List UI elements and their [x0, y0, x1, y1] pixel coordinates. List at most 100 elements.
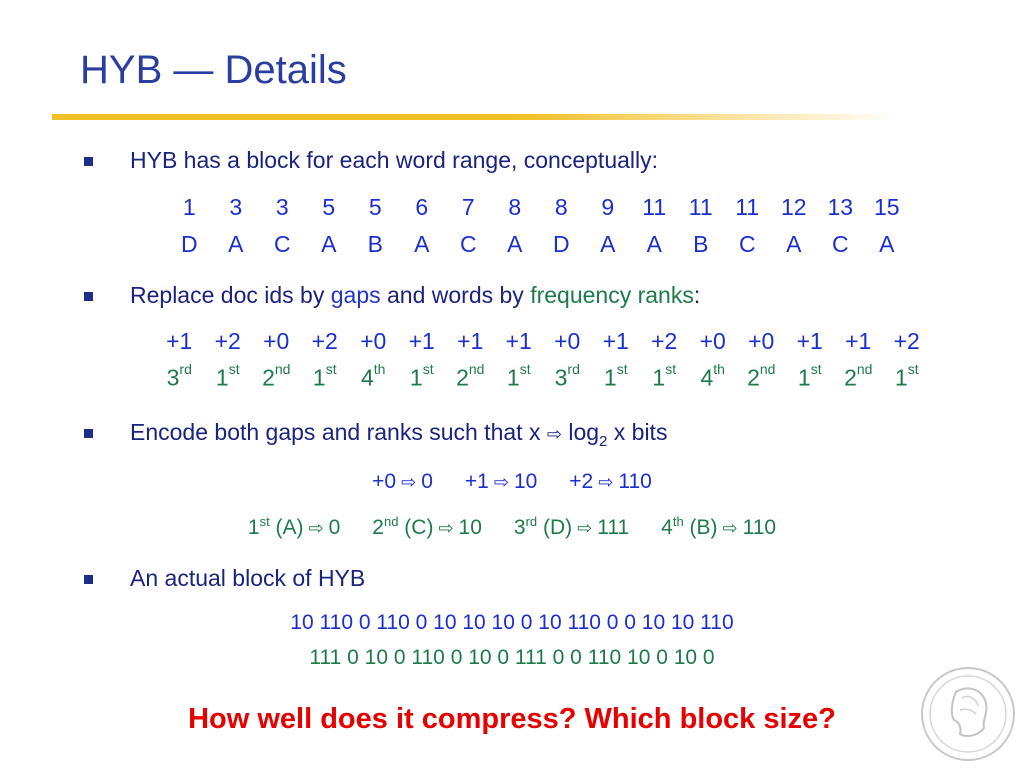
- gap-codes-row: +0 ⇨ 0+1 ⇨ 10+2 ⇨ 110: [0, 470, 1024, 494]
- arrow-icon: ⇨: [488, 472, 514, 492]
- doc-id-cell: 6: [415, 194, 429, 220]
- doc-id-cell: 9: [601, 194, 615, 220]
- block-line-2: 111 0 10 0 110 0 10 0 111 0 0 110 10 0 1…: [309, 646, 715, 669]
- word-cell: A: [646, 231, 662, 257]
- rank-code-word: (D): [537, 516, 573, 539]
- bullet-marker: [84, 575, 93, 584]
- rank-number: 2: [262, 364, 275, 391]
- gap-cell: +2: [214, 328, 241, 354]
- rank-suffix: st: [325, 361, 337, 377]
- doc-id-cell: 11: [735, 194, 760, 220]
- rank-cell: 2nd: [252, 361, 301, 392]
- rank-cell: 1st: [301, 361, 350, 392]
- doc-id-cell: 12: [780, 194, 807, 220]
- word-cell: D: [552, 231, 570, 257]
- word-cell: C: [459, 231, 477, 257]
- rank-cell: 1st: [883, 361, 932, 392]
- rank-code-to: 111: [597, 516, 630, 539]
- gap-cell: +0: [554, 328, 581, 354]
- word-cell: A: [786, 231, 802, 257]
- bullet-3-post: x bits: [607, 419, 668, 445]
- rank-code-item: 1st (A) ⇨ 0: [248, 514, 340, 540]
- gap-code-item: +2 ⇨ 110: [569, 470, 652, 494]
- institute-seal-icon: [921, 667, 1015, 761]
- doc-id-cell: 8: [554, 194, 568, 220]
- rank-cell: 1st: [786, 361, 835, 392]
- arrow-icon: ⇨: [593, 472, 619, 492]
- rank-code-word: (C): [398, 516, 434, 539]
- rank-suffix: st: [665, 361, 677, 377]
- arrow-icon: ⇨: [546, 424, 562, 444]
- word-cell: A: [228, 231, 244, 257]
- word-cell: A: [507, 231, 523, 257]
- rank-cell: 1st: [204, 361, 253, 392]
- rank-suffix: rd: [567, 361, 580, 377]
- word-cell: D: [180, 231, 198, 257]
- gap-cell: +2: [651, 328, 678, 354]
- rank-suffix: th: [713, 361, 725, 377]
- doc-id-cell: 3: [275, 194, 289, 220]
- rank-cell: 4th: [689, 361, 738, 392]
- rank-code-suffix: rd: [525, 514, 538, 529]
- rank-code-suffix: th: [672, 514, 684, 529]
- doc-id-cell: 13: [827, 194, 854, 220]
- bullet-2-gaps: gaps: [330, 282, 381, 308]
- rank-suffix: st: [519, 361, 531, 377]
- rank-suffix: rd: [179, 361, 192, 377]
- word-cell: A: [321, 231, 337, 257]
- gap-code-to: 110: [618, 470, 652, 493]
- rank-cell: 3rd: [543, 361, 592, 392]
- bullet-2-post: :: [693, 282, 701, 308]
- rank-code-suffix: st: [259, 514, 270, 529]
- rank-number: 3: [554, 364, 568, 391]
- word-cell: C: [273, 231, 291, 257]
- rank-code-number: 4: [661, 516, 673, 539]
- word-cell: C: [738, 231, 756, 257]
- gap-cell: +0: [748, 328, 775, 354]
- rank-suffix: nd: [468, 361, 485, 377]
- rank-suffix: st: [422, 361, 434, 377]
- doc-id-cell: 8: [508, 194, 522, 220]
- slide-title: HYB — Details: [80, 48, 347, 92]
- gap-code-item: +0 ⇨ 0: [372, 470, 433, 494]
- rank-suffix: nd: [856, 361, 873, 377]
- doc-id-cell: 11: [688, 194, 713, 220]
- rank-number: 1: [312, 364, 326, 391]
- rank-number: 2: [844, 364, 857, 391]
- rank-number: 4: [361, 364, 374, 391]
- doc-id-cell: 7: [461, 194, 475, 220]
- gap-cell: +0: [360, 328, 387, 354]
- gap-cell: +1: [457, 328, 484, 354]
- rank-suffix: st: [810, 361, 822, 377]
- arrow-icon: ⇨: [396, 472, 422, 492]
- rank-number: 1: [215, 364, 229, 391]
- gap-code-to: 0: [421, 470, 433, 493]
- rank-code-number: 2: [372, 516, 384, 539]
- rank-code-item: 2nd (C) ⇨ 10: [372, 514, 482, 540]
- bullet-1-text: HYB has a block for each word range, con…: [130, 147, 659, 173]
- bullet-marker: [84, 157, 93, 166]
- bullet-3-sub: 2: [599, 433, 608, 450]
- rank-code-to: 110: [742, 516, 777, 539]
- gaps-row: +1+2+0+2+0+1+1+1+0+1+2+0+0+1+1+2: [155, 328, 931, 355]
- bullet-4-text: An actual block of HYB: [130, 565, 366, 591]
- rank-code-to: 0: [328, 516, 341, 539]
- rank-cell: 1st: [640, 361, 689, 392]
- doc-id-cell: 11: [642, 194, 667, 220]
- gap-cell: +1: [602, 328, 629, 354]
- rank-code-item: 3rd (D) ⇨ 111: [514, 514, 629, 540]
- bullet-2-mid: and words by: [380, 282, 531, 308]
- arrow-icon: ⇨: [303, 518, 329, 538]
- word-cell: A: [600, 231, 616, 257]
- rank-number: 1: [409, 364, 423, 391]
- block-line-1: 10 110 0 110 0 10 10 10 0 10 110 0 0 10 …: [290, 611, 734, 634]
- rank-number: 1: [894, 364, 908, 391]
- word-cell: B: [367, 231, 383, 257]
- rank-suffix: st: [616, 361, 628, 377]
- doc-id-cell: 15: [873, 194, 900, 220]
- rank-suffix: nd: [274, 361, 291, 377]
- doc-id-cell: 5: [322, 194, 336, 220]
- gap-code-from: +1: [464, 470, 489, 493]
- bullet-2-freq: frequency ranks: [530, 282, 694, 308]
- gap-cell: +2: [893, 328, 920, 354]
